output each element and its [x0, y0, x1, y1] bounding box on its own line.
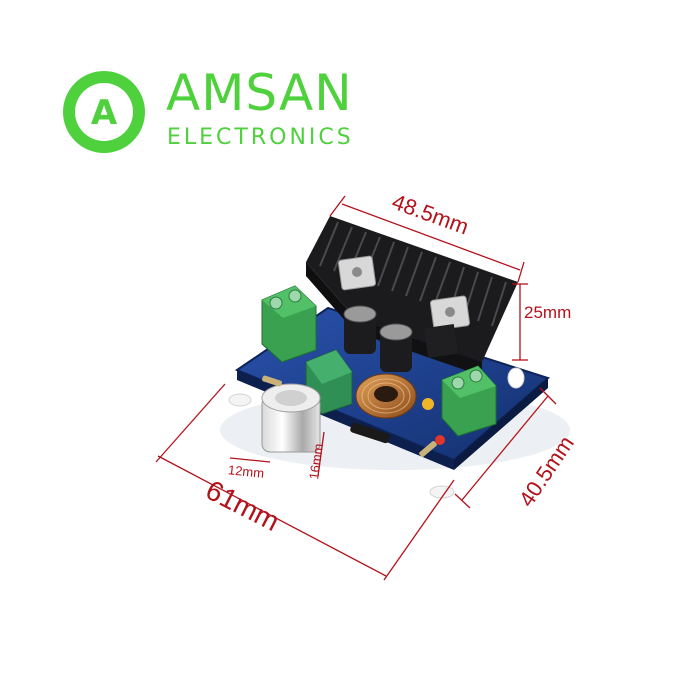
- dimension-lines: [155, 195, 557, 581]
- brand-name: AMSAN: [166, 64, 353, 122]
- resistor-1: [262, 375, 282, 387]
- dimension-board-length: 61mm: [201, 474, 284, 537]
- capacitor-2: [379, 323, 413, 372]
- dimension-heatsink-height: 25mm: [524, 303, 571, 322]
- capacitor-1: [343, 305, 377, 354]
- potentiometer-knob: [261, 383, 321, 453]
- resistor-2: [419, 441, 437, 457]
- terminal-block-input: [261, 285, 317, 363]
- pcb-board-edge-right: [454, 378, 548, 470]
- diode: [350, 422, 390, 444]
- dimension-knob-height: 16mm: [306, 443, 326, 481]
- standoff-right: [507, 367, 525, 389]
- terminal-block-output: [441, 365, 497, 437]
- dimension-knob-width: 12mm: [227, 462, 264, 481]
- brand-logo-icon: A: [63, 71, 145, 153]
- inductor-coil: [355, 373, 417, 419]
- led-indicator: [435, 435, 445, 445]
- capacitor-small: [422, 398, 434, 410]
- dimension-heatsink-width: 48.5mm: [389, 189, 472, 240]
- standoff-left: [228, 393, 252, 407]
- logo-letter: A: [91, 93, 118, 133]
- brand-tagline: ELECTRONICS: [167, 125, 354, 150]
